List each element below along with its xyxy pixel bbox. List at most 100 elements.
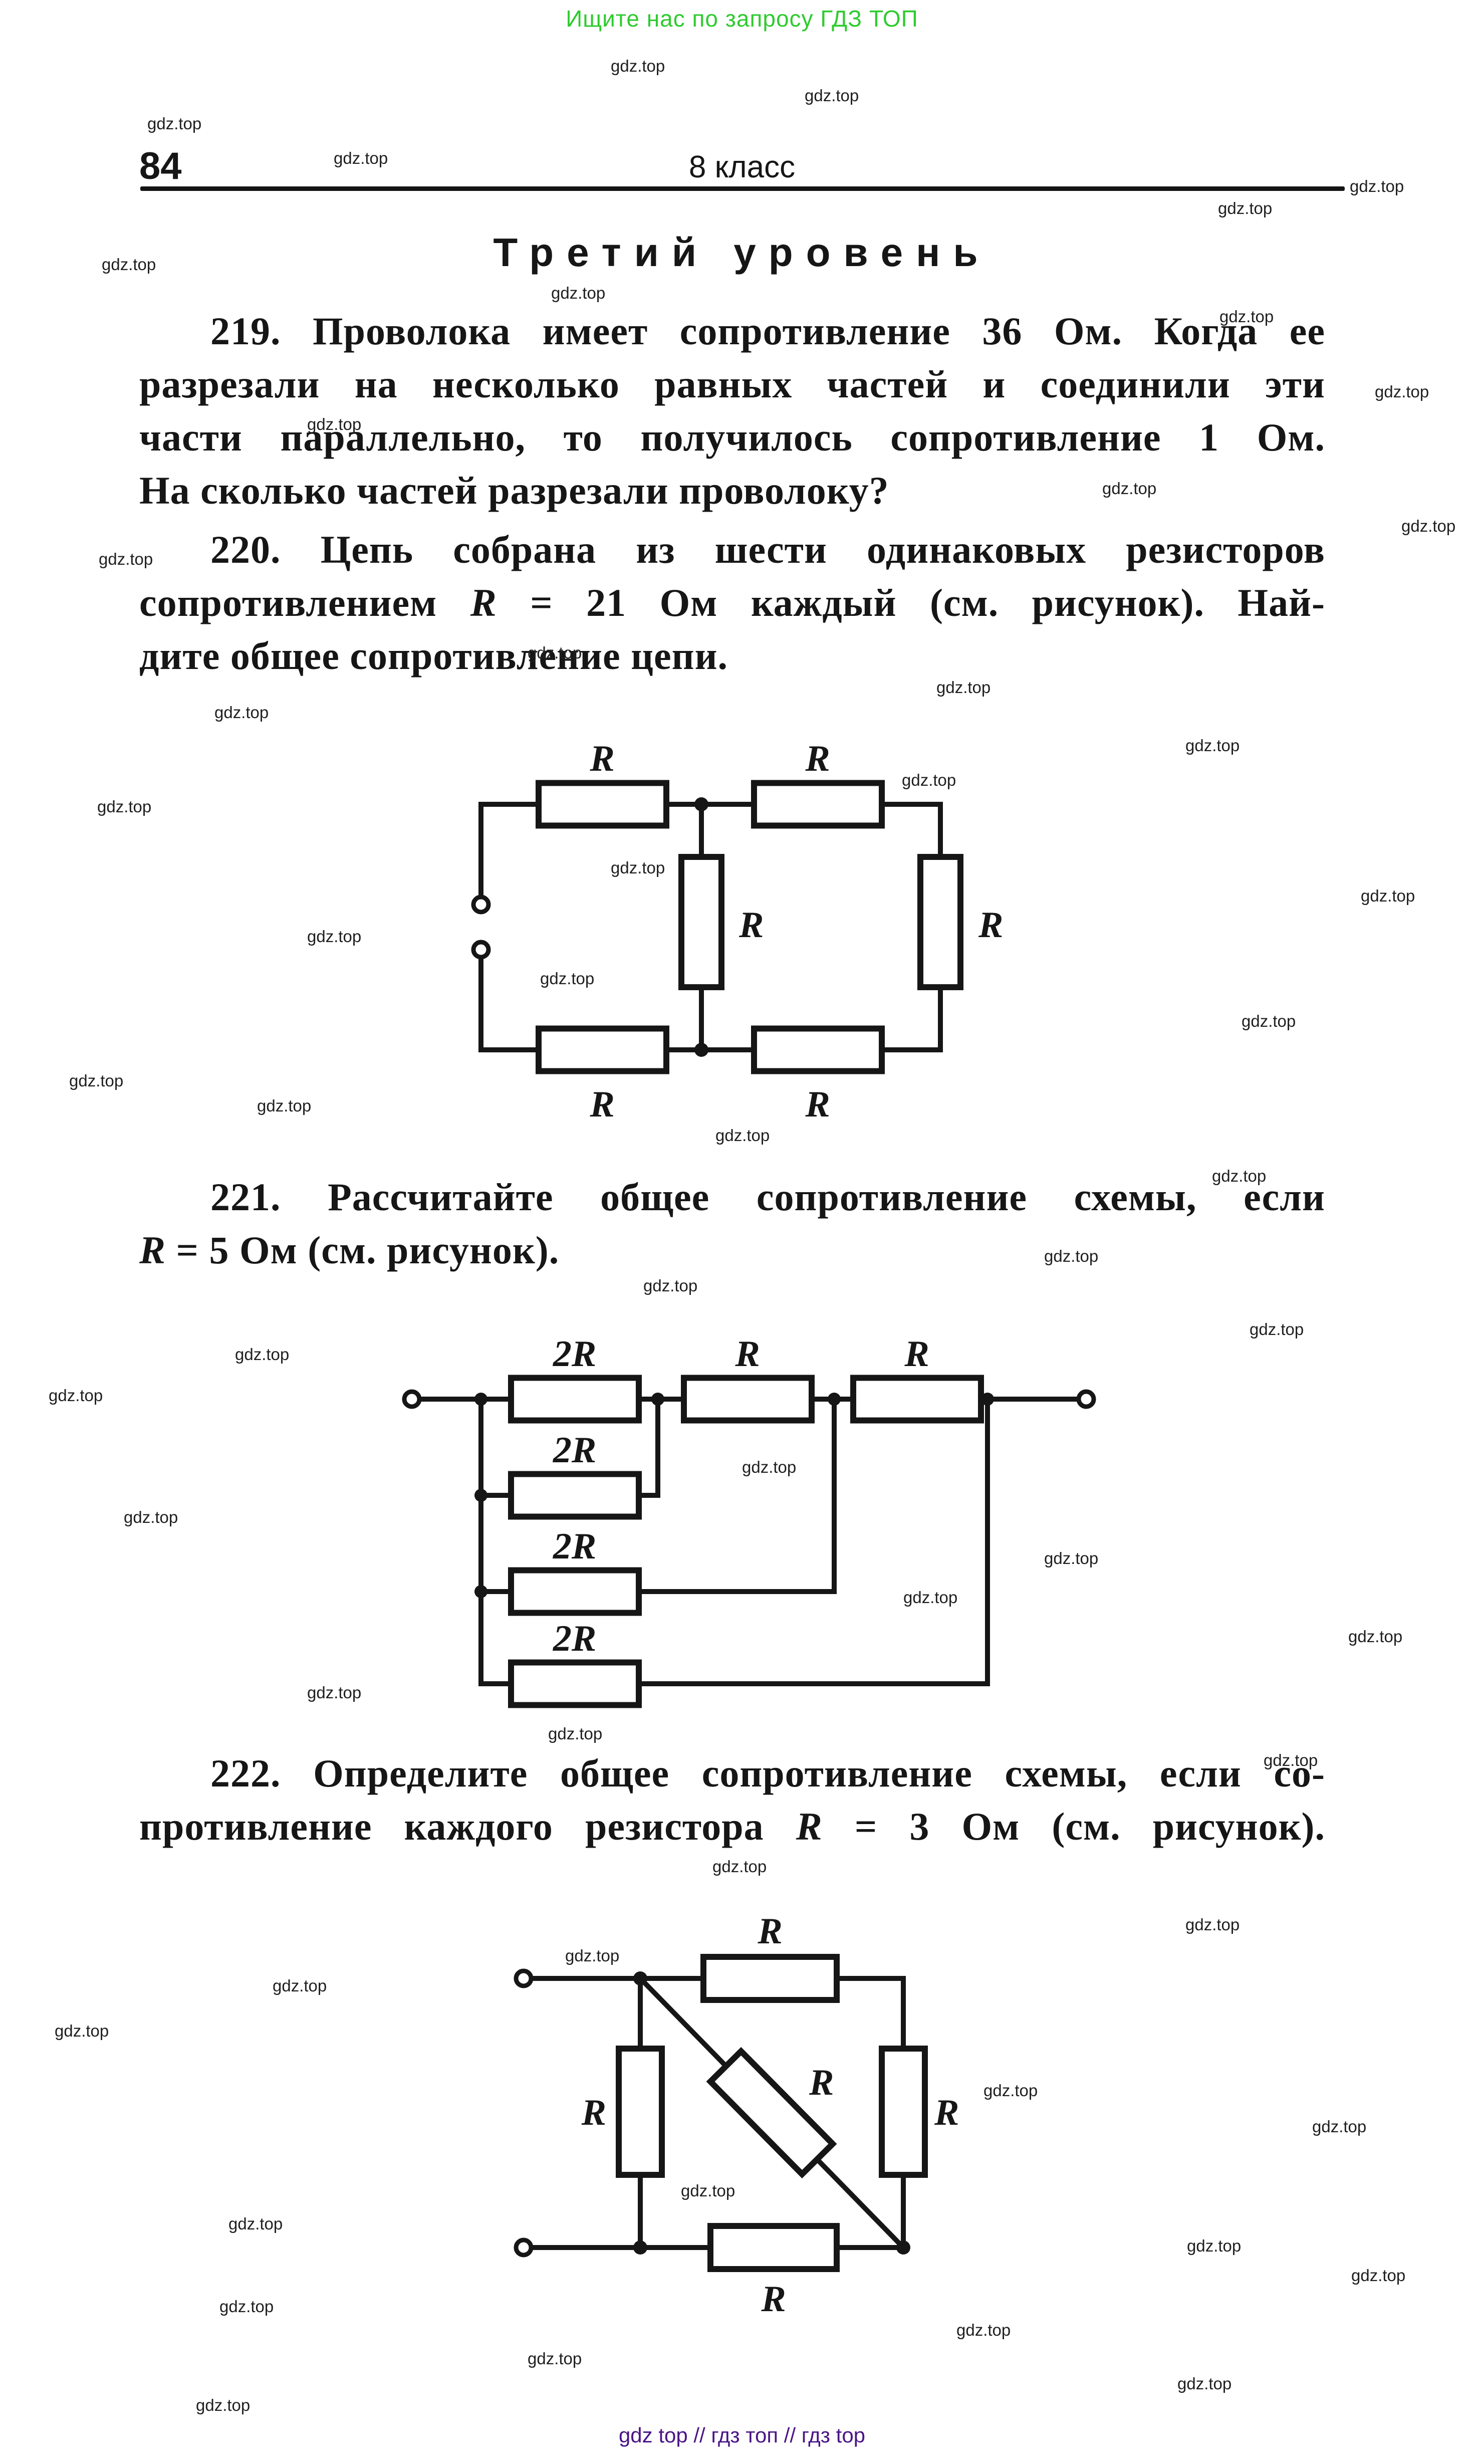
resistor bbox=[707, 2223, 840, 2272]
watermark-text: gdz.top bbox=[1312, 2117, 1367, 2136]
resistor-label: R bbox=[757, 1911, 782, 1952]
resistor-label: R bbox=[904, 1333, 929, 1375]
watermark-text: gdz.top bbox=[805, 86, 859, 105]
junction-dot bbox=[474, 1489, 487, 1502]
resistor-label: R bbox=[978, 905, 1003, 946]
watermark-text: gdz.top bbox=[1218, 199, 1273, 217]
resistor-label: 2R bbox=[553, 1430, 596, 1471]
resistor bbox=[879, 2046, 928, 2178]
resistor bbox=[508, 1659, 642, 1708]
header-grade-title: 8 класс bbox=[688, 150, 796, 184]
resistor-label: R bbox=[589, 738, 614, 779]
junction-dot bbox=[828, 1393, 841, 1406]
watermark-text: gdz.top bbox=[1185, 736, 1240, 755]
watermark-text: gdz.top bbox=[49, 1386, 103, 1405]
resistor bbox=[917, 854, 963, 990]
resistor bbox=[508, 1471, 642, 1520]
watermark-text: gdz.top bbox=[715, 1126, 770, 1145]
resistor bbox=[508, 1375, 642, 1424]
watermark-text: gdz.top bbox=[55, 2022, 109, 2040]
watermark-text: gdz.top bbox=[1185, 1915, 1240, 1934]
wires bbox=[417, 1397, 1081, 1686]
text-line: разрезали на несколько равных частей и с… bbox=[139, 362, 1325, 406]
watermark-text: gdz.top bbox=[551, 284, 606, 302]
watermark-text: gdz.top bbox=[214, 703, 269, 722]
resistor-label: R bbox=[805, 1084, 830, 1125]
resistor bbox=[508, 1567, 642, 1616]
resistor-label: R bbox=[581, 2092, 606, 2133]
resistor bbox=[751, 780, 885, 829]
resistor-label: 2R bbox=[553, 1526, 596, 1567]
watermark-text: gdz.top bbox=[643, 1276, 698, 1295]
junction-dot bbox=[694, 797, 708, 811]
watermark-text: gdz.top bbox=[147, 114, 202, 133]
watermark-text: gdz.top bbox=[196, 2396, 251, 2414]
watermark-text: gdz.top bbox=[1351, 2266, 1406, 2285]
watermark-text: gdz.top bbox=[228, 2214, 283, 2233]
watermark-text: gdz.top bbox=[1348, 1627, 1403, 1646]
resistor-label: R bbox=[809, 2062, 834, 2103]
resistor bbox=[700, 1954, 840, 2003]
watermark-text: gdz.top bbox=[97, 797, 152, 816]
page-number: 84 bbox=[139, 145, 182, 187]
watermark-text: gdz.top bbox=[257, 1096, 312, 1115]
resistor bbox=[536, 1025, 669, 1074]
resistor bbox=[751, 1025, 885, 1074]
watermark-text: gdz.top bbox=[69, 1071, 124, 1090]
promo-banner: Ищите нас по запросу ГДЗ ТОП bbox=[566, 6, 918, 32]
resistor-label: R bbox=[738, 905, 764, 946]
resistor-label: R bbox=[805, 738, 830, 779]
resistor bbox=[850, 1375, 984, 1424]
resistor-label: R bbox=[589, 1084, 614, 1125]
text-line: 219. Проволока имеет сопротивление 36 Ом… bbox=[210, 309, 1325, 353]
terminal-icon bbox=[402, 1389, 422, 1409]
resistor bbox=[678, 854, 724, 990]
watermark-text: gdz.top bbox=[307, 927, 362, 946]
text-line: 222. Определите общее сопротивление схем… bbox=[210, 1751, 1325, 1795]
watermark-text: gdz.top bbox=[219, 2297, 274, 2316]
watermark-text: gdz.top bbox=[1250, 1320, 1304, 1338]
section-title: Третий уровень bbox=[493, 230, 991, 275]
junction-dot bbox=[981, 1393, 994, 1406]
watermark-text: gdz.top bbox=[124, 1508, 178, 1526]
resistor-label: 2R bbox=[553, 1618, 596, 1659]
watermark-text: gdz.top bbox=[611, 57, 665, 75]
junction-dot bbox=[651, 1393, 664, 1406]
junction-dot bbox=[896, 2241, 910, 2255]
watermark-text: gdz.top bbox=[307, 1683, 362, 1702]
junction-dot bbox=[474, 1585, 487, 1598]
problem-221: 221. Рассчитайте общее сопротивление схе… bbox=[139, 1171, 1325, 1277]
text-line: R = 5 Ом (см. рисунок). bbox=[139, 1228, 560, 1272]
resistor bbox=[616, 2046, 665, 2178]
resistor bbox=[706, 2047, 837, 2179]
watermark-text: gdz.top bbox=[1242, 1012, 1296, 1030]
circuit-diagram-220: R R R R R R bbox=[453, 737, 1065, 1128]
header-divider bbox=[140, 186, 1345, 191]
resistor bbox=[536, 780, 669, 829]
watermark-text: gdz.top bbox=[1375, 382, 1429, 401]
watermark-text: gdz.top bbox=[528, 2349, 582, 2368]
resistor bbox=[681, 1375, 815, 1424]
circuit-diagram-222: R R R R R bbox=[481, 1899, 1032, 2330]
resistor-label: R bbox=[934, 2092, 959, 2133]
problem-219: 219. Проволока имеет сопротивление 36 Ом… bbox=[139, 305, 1325, 517]
junction-dot bbox=[694, 1043, 708, 1057]
junction-dot bbox=[633, 2241, 647, 2255]
problem-220: 220. Цепь собрана из шести одинаковых ре… bbox=[139, 523, 1325, 683]
text-line: На сколько частей разрезали проволоку? bbox=[139, 469, 889, 512]
terminal-icon bbox=[1076, 1389, 1096, 1409]
junction-dot bbox=[474, 1393, 487, 1406]
watermark-text: gdz.top bbox=[1177, 2374, 1232, 2393]
wires bbox=[478, 802, 943, 1052]
junction-dot bbox=[633, 1971, 647, 1985]
watermark-text: gdz.top bbox=[273, 1976, 327, 1995]
watermark-text: gdz.top bbox=[1361, 886, 1415, 905]
resistor-label: 2R bbox=[553, 1333, 596, 1375]
terminal-icon bbox=[514, 1968, 534, 1988]
circuit-diagram-221: 2R R R 2R 2R 2R bbox=[401, 1333, 1122, 1729]
problem-222: 222. Определите общее сопротивление схем… bbox=[139, 1747, 1325, 1853]
terminal-icon bbox=[471, 940, 491, 960]
resistor-label: R bbox=[761, 2279, 786, 2320]
resistor-label: R bbox=[734, 1333, 760, 1375]
